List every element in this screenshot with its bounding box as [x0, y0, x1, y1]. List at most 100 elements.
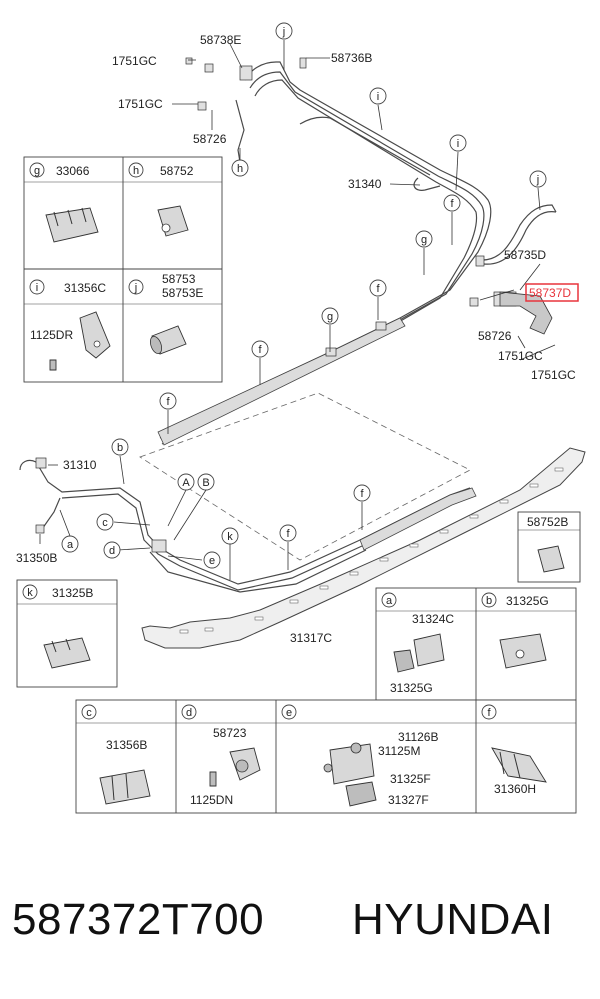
callout-c: c	[96, 513, 114, 531]
svg-text:31325G: 31325G	[506, 594, 549, 608]
callout-B: B	[197, 473, 215, 491]
part-number: 587372T700	[12, 895, 265, 944]
brand-name: HYUNDAI	[352, 895, 554, 944]
svg-text:j: j	[536, 174, 539, 186]
inset-d: d 58723 1125DN	[181, 704, 261, 807]
leader-lines	[39, 40, 556, 580]
svg-text:i: i	[457, 138, 459, 150]
label-1751GC-b: 1751GC	[118, 97, 163, 111]
label-1751GC-d: 1751GC	[531, 368, 576, 382]
svg-text:f: f	[258, 344, 262, 356]
svg-text:b: b	[117, 442, 123, 454]
inset-h: h 58752	[128, 162, 194, 237]
inset-f: f 31360H	[481, 704, 547, 796]
callout-f-5: f	[279, 524, 297, 542]
svg-text:a: a	[386, 595, 393, 607]
svg-text:31356B: 31356B	[106, 738, 147, 752]
svg-text:g: g	[327, 311, 333, 323]
callout-j-top: j	[275, 22, 293, 40]
callout-b: b	[111, 438, 129, 456]
callout-f-1: f	[443, 194, 461, 212]
callout-g-2: g	[321, 307, 339, 325]
label-58737D: 58737D	[529, 286, 571, 300]
inset-b: b 31325G	[481, 592, 549, 669]
svg-text:58753: 58753	[162, 272, 196, 286]
label-58726-a: 58726	[193, 132, 227, 146]
svg-text:31125M: 31125M	[378, 744, 420, 758]
svg-text:j: j	[282, 26, 285, 38]
footer: 587372T700 HYUNDAI	[0, 880, 600, 960]
svg-text:58753E: 58753E	[162, 286, 203, 300]
callout-h: h	[231, 159, 249, 177]
svg-text:e: e	[286, 707, 292, 719]
inset-j: j 58753 58753E	[128, 272, 203, 355]
svg-text:1125DR: 1125DR	[30, 328, 73, 342]
svg-text:f: f	[286, 528, 290, 540]
inset-e: e 31126B 31125M 31325F 31327F	[281, 704, 438, 807]
label-58735D: 58735D	[504, 248, 546, 262]
svg-text:31356C: 31356C	[64, 281, 106, 295]
label-58726-b: 58726	[478, 329, 512, 343]
label-1751GC-a: 1751GC	[112, 54, 157, 68]
label-58736B: 58736B	[331, 51, 372, 65]
callout-i-top: i	[369, 87, 387, 105]
label-31317C: 31317C	[290, 631, 332, 645]
svg-text:31327F: 31327F	[388, 793, 429, 807]
callout-i-right: i	[449, 134, 467, 152]
highlight-box-58737D	[525, 283, 579, 302]
svg-text:h: h	[133, 165, 139, 177]
svg-text:58752: 58752	[160, 164, 194, 178]
svg-text:33066: 33066	[56, 164, 90, 178]
svg-text:c: c	[86, 707, 92, 719]
inset-grid-upper	[23, 156, 223, 383]
callout-k: k	[221, 527, 239, 545]
bracket-58737D	[499, 291, 553, 335]
label-31350B: 31350B	[16, 551, 57, 565]
callout-f-6: f	[353, 484, 371, 502]
svg-text:i: i	[36, 282, 38, 294]
svg-text:c: c	[102, 517, 108, 529]
svg-text:58752B: 58752B	[527, 515, 568, 529]
svg-text:g: g	[421, 234, 427, 246]
svg-text:f: f	[376, 283, 380, 295]
svg-text:d: d	[109, 545, 115, 557]
label-31340: 31340	[348, 177, 382, 191]
svg-text:h: h	[237, 163, 243, 175]
label-1751GC-c: 1751GC	[498, 349, 543, 363]
callout-e: e	[203, 551, 221, 569]
svg-text:f: f	[450, 198, 454, 210]
svg-text:31324C: 31324C	[412, 612, 454, 626]
svg-text:58723: 58723	[213, 726, 247, 740]
inset-a: a 31324C 31325G	[381, 592, 454, 695]
side-frame-rail	[141, 447, 586, 649]
callout-g-1: g	[415, 230, 433, 248]
svg-text:f: f	[166, 396, 170, 408]
fuel-line-bundle-upper	[159, 61, 557, 445]
svg-text:31325F: 31325F	[390, 772, 431, 786]
callout-j-right: j	[529, 170, 547, 188]
svg-text:B: B	[202, 477, 209, 489]
inset-g: g 33066	[29, 162, 99, 243]
label-31310: 31310	[63, 458, 97, 472]
svg-text:31325G: 31325G	[390, 681, 433, 695]
frame-holes	[179, 467, 564, 634]
svg-text:b: b	[486, 595, 492, 607]
svg-text:g: g	[34, 165, 40, 177]
inset-58752B: 58752B	[517, 511, 581, 583]
callout-A: A	[177, 473, 195, 491]
label-58738E: 58738E	[200, 33, 241, 47]
floor-outline	[139, 392, 471, 561]
svg-text:a: a	[67, 539, 74, 551]
callout-f-3: f	[251, 340, 269, 358]
inset-c: c 31356B	[81, 704, 151, 805]
svg-text:31325B: 31325B	[52, 586, 93, 600]
inset-i: i 31356C 1125DR	[29, 279, 111, 371]
svg-text:31126B: 31126B	[398, 730, 438, 744]
svg-text:d: d	[186, 707, 192, 719]
callout-f-2: f	[369, 279, 387, 297]
svg-text:k: k	[227, 531, 233, 543]
lower-tube-guard	[359, 487, 477, 551]
svg-text:f: f	[360, 488, 364, 500]
svg-text:e: e	[209, 555, 215, 567]
